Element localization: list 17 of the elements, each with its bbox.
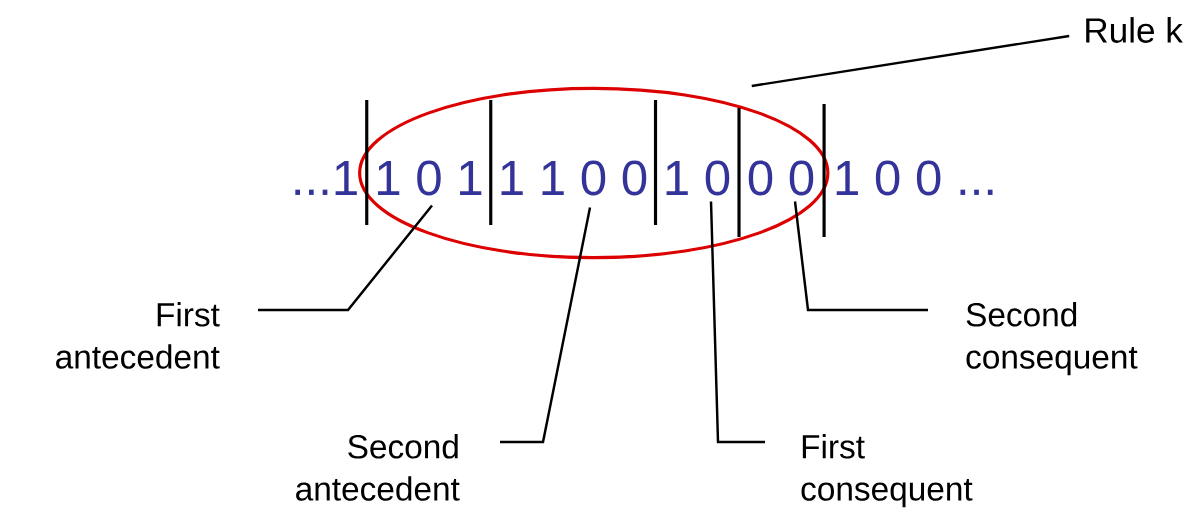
- label-text: Second consequent: [966, 302, 1138, 376]
- selection-ellipse: [358, 86, 830, 260]
- label-text: Second antecedent: [296, 434, 460, 501]
- label-text: First antecedent: [56, 302, 220, 369]
- bit-string: 1 0 0 ...: [836, 160, 993, 196]
- bit-string: 0 0: [748, 160, 814, 196]
- bit-string: 1 0: [666, 160, 730, 196]
- bit-string: 1 1 0 0: [501, 160, 647, 196]
- bit-string: ...1: [295, 161, 357, 195]
- leader-line: [709, 201, 765, 444]
- leader-line: [751, 34, 1070, 88]
- leader-line: [258, 204, 433, 312]
- label-text: First consequent: [801, 434, 973, 508]
- bit-string: 1 0 1: [378, 160, 482, 196]
- leader-line: [500, 207, 592, 444]
- leader-line: [793, 201, 928, 312]
- label-text: Rule k: [1086, 17, 1183, 43]
